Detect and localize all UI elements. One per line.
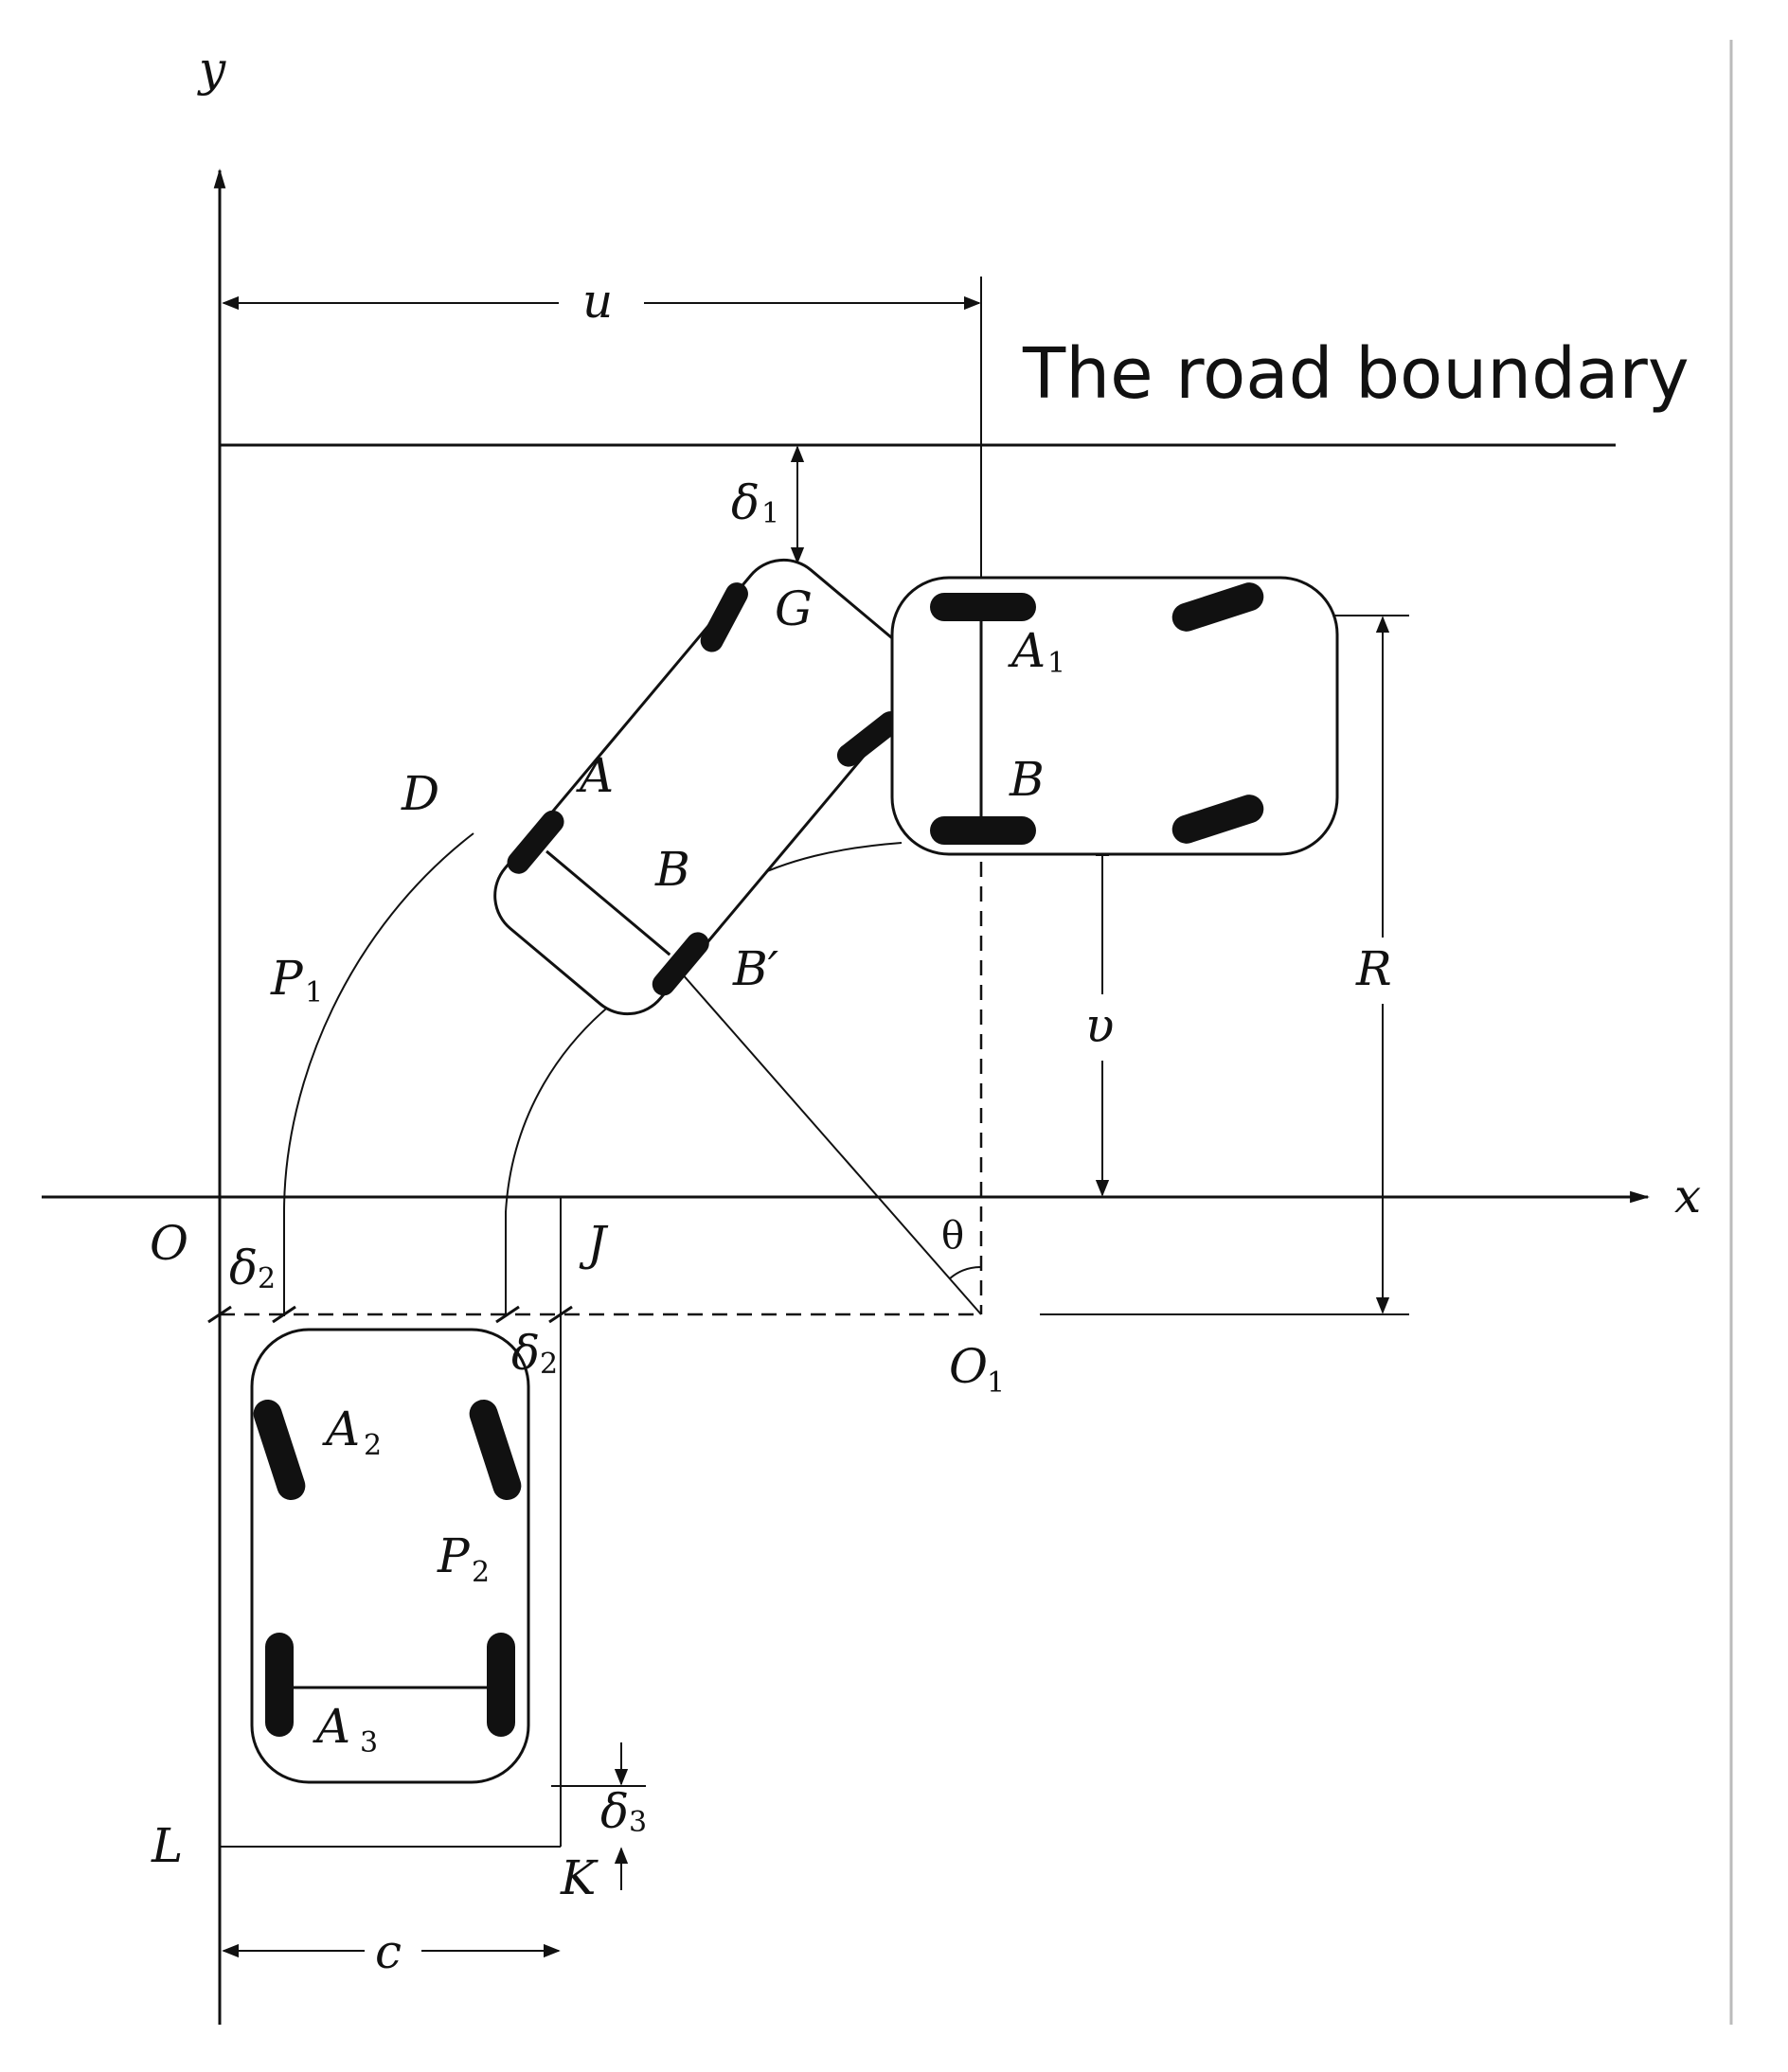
label-p1: P (270, 951, 304, 1006)
label-d: D (401, 766, 439, 821)
label-a1: A (1008, 623, 1046, 678)
path-p2-curve (505, 990, 630, 1316)
label-delta2-left-sub: 2 (258, 1262, 276, 1295)
label-delta2-right-sub: 2 (540, 1348, 558, 1381)
label-delta2-left: δ (229, 1241, 258, 1295)
label-delta3-sub: 3 (629, 1806, 647, 1839)
delta2-tick-4 (548, 1305, 573, 1324)
car-turning-wheel-3 (700, 582, 748, 652)
label-k: K (560, 1850, 599, 1905)
label-x-axis: x (1674, 1169, 1701, 1224)
label-delta1-sub: 1 (761, 497, 779, 530)
car-vertical-body (250, 1328, 530, 1784)
label-o1: O (949, 1339, 988, 1394)
car-turning-wheel-2 (652, 932, 709, 996)
car-horizontal-wheel-3 (1171, 582, 1264, 632)
car-vertical-wheel-4 (487, 1633, 515, 1737)
car-parked-horizontal (890, 576, 1339, 856)
label-l: L (151, 1818, 183, 1873)
label-p1-sub: 1 (305, 976, 323, 1009)
theta-arc (949, 1265, 982, 1279)
car-vertical-wheel-2 (469, 1399, 522, 1501)
car-horizontal-wheel-2 (930, 816, 1036, 845)
label-b-right: B (1009, 752, 1045, 807)
car-horizontal-wheel-4 (1171, 795, 1264, 844)
delta2-tick-3 (495, 1305, 520, 1324)
delta2-tick-1 (207, 1305, 232, 1324)
car-turning (493, 558, 918, 1016)
label-p2-sub: 2 (472, 1556, 490, 1589)
label-p2: P (437, 1528, 471, 1583)
label-j: J (579, 1216, 609, 1271)
label-b-prime: B′ (732, 941, 779, 996)
road-boundary-title: The road boundary (1022, 333, 1690, 415)
label-y-axis: y (197, 42, 226, 97)
label-g: G (775, 581, 813, 636)
path-p1-curve (283, 832, 474, 1316)
label-b: B (654, 842, 690, 897)
car-turning-wheel-1 (507, 810, 564, 874)
label-a2: A (322, 1402, 360, 1456)
label-r: R (1355, 941, 1392, 996)
car-vertical-wheel-3 (265, 1633, 294, 1737)
car-turning-wheel-4 (836, 711, 903, 767)
car-horizontal-wheel-1 (930, 593, 1036, 621)
label-v: υ (1085, 998, 1114, 1053)
car-vertical-wheel-1 (253, 1399, 306, 1501)
label-c: c (375, 1924, 402, 1979)
label-a3: A (313, 1699, 350, 1754)
label-a: A (576, 748, 614, 803)
label-a3-sub: 3 (360, 1726, 378, 1759)
label-delta3: δ (600, 1784, 629, 1839)
car-parked-vertical (250, 1328, 530, 1784)
label-a2-sub: 2 (364, 1429, 382, 1462)
label-o1-sub: 1 (987, 1366, 1005, 1400)
car-horizontal-body (890, 576, 1339, 856)
label-delta1: δ (731, 475, 760, 530)
car-turning-body (493, 558, 918, 1016)
label-theta: θ (941, 1214, 964, 1258)
label-origin: O (150, 1216, 188, 1271)
label-u: u (582, 274, 613, 329)
car-turning-axle (545, 849, 671, 956)
label-delta2-right: δ (511, 1326, 540, 1381)
label-a1-sub: 1 (1047, 647, 1065, 680)
